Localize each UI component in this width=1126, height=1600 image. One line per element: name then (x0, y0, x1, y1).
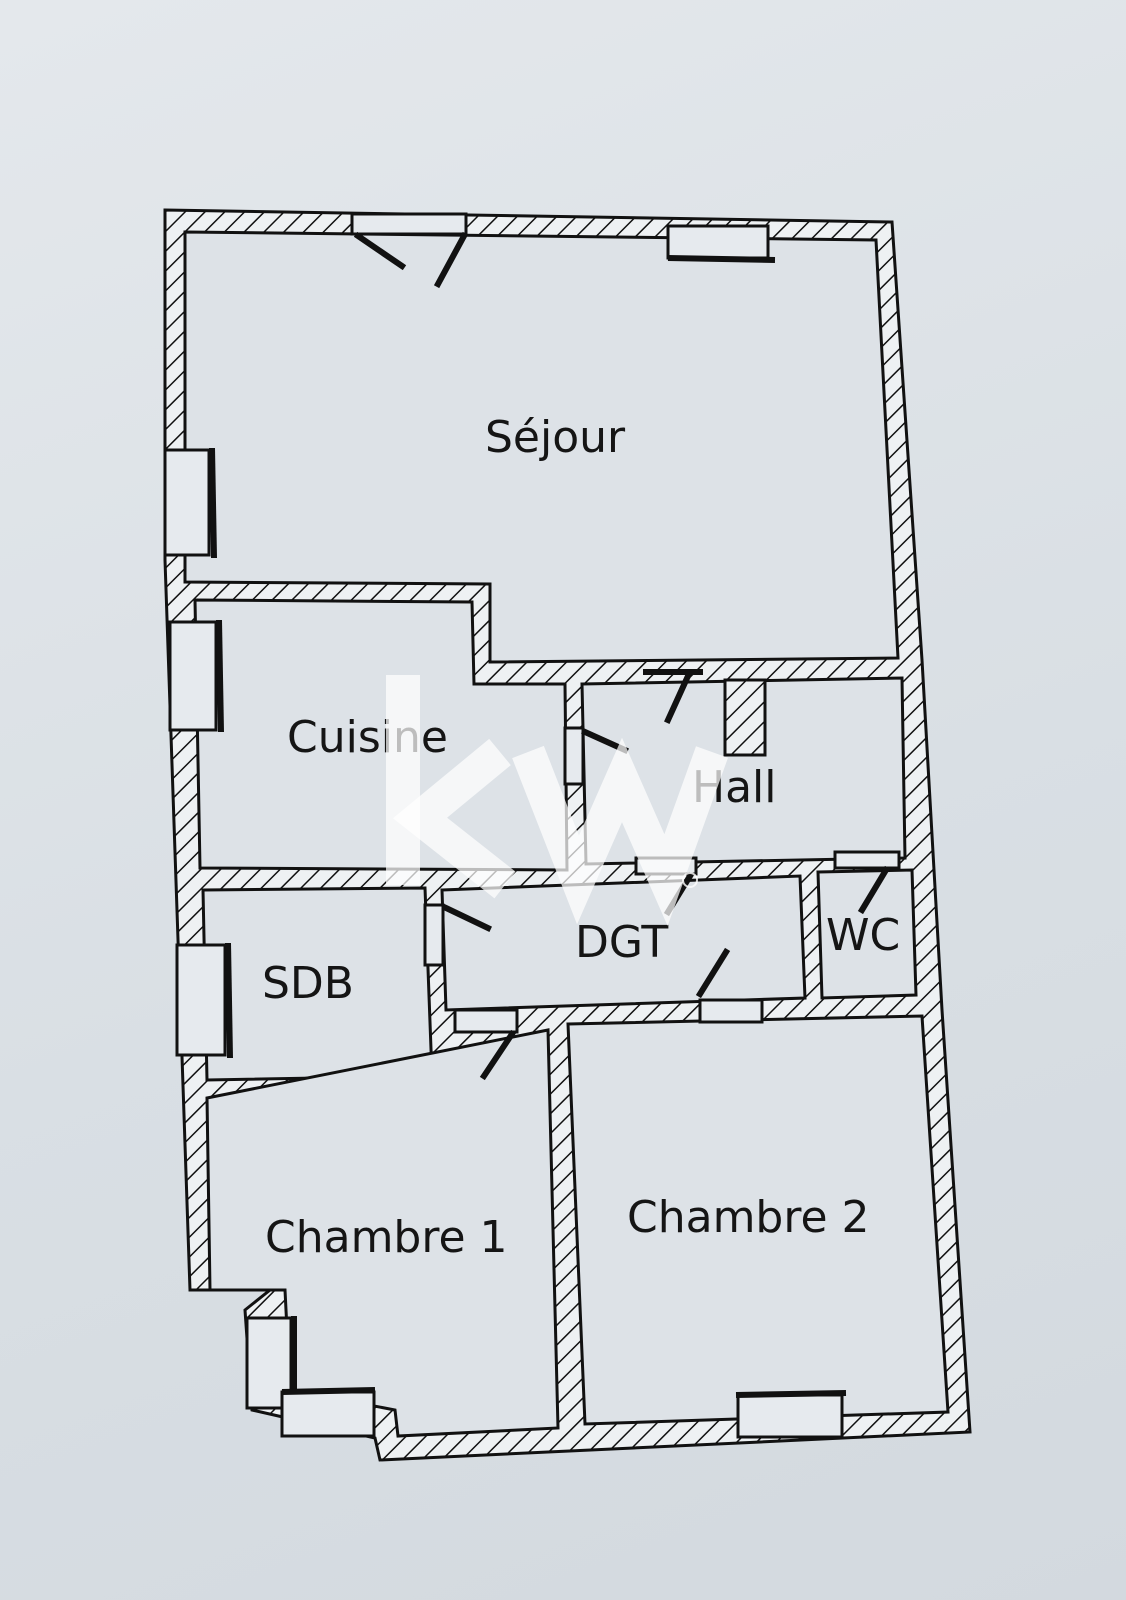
room-hall: Hall (580, 676, 907, 866)
room-chambre-2: Chambre 2 (566, 1014, 950, 1426)
window-icon (175, 943, 227, 1057)
room-sdb: SDB (201, 886, 434, 1082)
door-icon (563, 726, 585, 786)
watermark-k-arms (392, 738, 516, 899)
window-icon (168, 620, 218, 732)
watermark-w (512, 737, 728, 926)
registered-mark-icon (682, 872, 698, 888)
room-label-cuisine: Cuisine (287, 712, 448, 763)
window-icon (280, 1390, 376, 1438)
door-swing-icon (857, 865, 891, 915)
door-icon (350, 212, 468, 236)
room-label-wc: WC (826, 910, 900, 961)
hall-pillar (723, 678, 767, 757)
door-icon (698, 998, 764, 1024)
window-icon (163, 448, 211, 557)
window-icon (736, 1393, 844, 1439)
room-label-chambre-1: Chambre 1 (265, 1212, 508, 1263)
door-icon (833, 850, 901, 870)
room-label-sdb: SDB (262, 958, 354, 1009)
door-swing-icon (353, 231, 469, 289)
door-swing-icon (442, 904, 492, 932)
kw-watermark-logo (386, 675, 728, 926)
room-label-chambre-2: Chambre 2 (627, 1192, 870, 1243)
room-cuisine: Cuisine (193, 598, 569, 872)
room-sejour: Séjour (183, 230, 900, 664)
window-icon (666, 224, 770, 260)
door-swing-icon (479, 1029, 517, 1081)
door-swing-icon (695, 947, 731, 999)
room-label-dgt: DGT (575, 917, 668, 968)
windows (163, 224, 847, 1439)
room-dgt: DGT (440, 874, 807, 1012)
door-swing-icon (643, 669, 703, 724)
door-icon (423, 903, 445, 967)
room-wc: WC (816, 868, 918, 1000)
door-icon (453, 1008, 519, 1034)
room-label-sejour: Séjour (485, 412, 626, 463)
